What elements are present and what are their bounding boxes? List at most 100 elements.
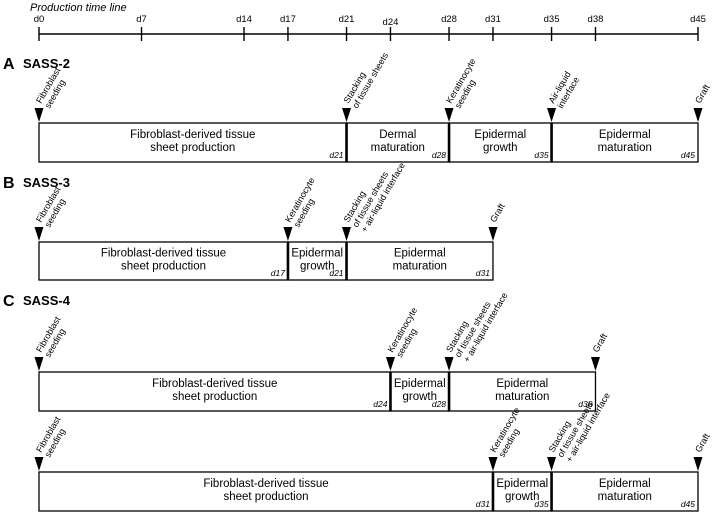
- stage-label: maturation: [598, 491, 652, 503]
- stage-label: sheet production: [121, 261, 206, 273]
- event-marker-arrow: [34, 457, 44, 471]
- panel-letter: A: [3, 56, 15, 73]
- timeline-tick-label: d21: [339, 14, 355, 25]
- stage-label: Epidermal: [599, 129, 651, 141]
- stage-end-day: d24: [373, 399, 387, 409]
- event-marker-arrow: [444, 108, 454, 122]
- stage-label: Fibroblast-derived tissue: [101, 248, 226, 260]
- stage-end-day: d21: [329, 150, 343, 160]
- stage-end-day: d45: [681, 499, 695, 509]
- stage-label: Fibroblast-derived tissue: [203, 478, 328, 490]
- stage-box: [550, 122, 699, 163]
- stage-label: growth: [505, 491, 540, 503]
- stage-label: maturation: [598, 142, 652, 154]
- stage-label: Epidermal: [599, 478, 651, 490]
- event-label-line: Graft: [693, 82, 712, 105]
- stage-label: sheet production: [223, 491, 308, 503]
- stage-label: maturation: [495, 391, 549, 403]
- event-marker-arrow: [547, 108, 557, 122]
- stage-end-day: d28: [432, 150, 446, 160]
- timeline-title: Production time line: [30, 2, 127, 14]
- timeline-tick-label: d45: [690, 14, 706, 25]
- timeline-tick-label: d28: [441, 14, 457, 25]
- timeline-tick-label: d0: [34, 14, 45, 25]
- stage-label: Epidermal: [291, 248, 343, 260]
- stage-label: growth: [402, 391, 437, 403]
- stage-box: [389, 371, 450, 412]
- timeline-tick-label: d14: [236, 14, 252, 25]
- stage-label: Epidermal: [394, 248, 446, 260]
- stage-end-day: d28: [432, 399, 446, 409]
- stage-end-day: d38: [578, 399, 592, 409]
- stage-box: [448, 371, 597, 412]
- stage-label: growth: [483, 142, 518, 154]
- timeline-tick-label: d7: [136, 14, 147, 25]
- stage-end-day: d31: [476, 499, 490, 509]
- stage-label: Epidermal: [474, 129, 526, 141]
- event-marker-arrow: [488, 457, 498, 471]
- stage-label: Epidermal: [496, 478, 548, 490]
- event-marker-arrow: [385, 357, 395, 371]
- event-marker-arrow: [547, 457, 557, 471]
- event-marker-arrow: [693, 457, 703, 471]
- stage-end-day: d35: [534, 499, 548, 509]
- stage-end-day: d31: [476, 268, 490, 278]
- stage-label: sheet production: [172, 391, 257, 403]
- event-marker-arrow: [34, 108, 44, 122]
- panel-letter: C: [3, 293, 15, 310]
- event-marker-arrow: [34, 357, 44, 371]
- timeline-tick-label: d38: [588, 14, 604, 25]
- stage-box: [345, 122, 450, 163]
- event-label: Graft: [488, 201, 507, 224]
- stage-box: [38, 471, 494, 512]
- stage-end-day: d45: [681, 150, 695, 160]
- event-label: Graft: [591, 331, 610, 354]
- event-label: Graft: [693, 82, 712, 105]
- stage-label: Fibroblast-derived tissue: [152, 378, 277, 390]
- stage-box: [38, 371, 392, 412]
- stage-end-day: d21: [329, 268, 343, 278]
- stage-label: Dermal: [379, 129, 416, 141]
- event-label-line: Graft: [591, 331, 610, 354]
- panel-title: SASS-2: [23, 56, 70, 71]
- event-marker-arrow: [488, 227, 498, 241]
- stage-label: sheet production: [150, 142, 235, 154]
- event-label: Graft: [693, 431, 712, 454]
- stage-label: Epidermal: [496, 378, 548, 390]
- panel-title: SASS-3: [23, 175, 70, 190]
- stage-label: growth: [300, 261, 335, 273]
- timeline-tick-label: d31: [485, 14, 501, 25]
- stage-label: maturation: [393, 261, 447, 273]
- timeline-tick-label: d24: [383, 17, 399, 28]
- stage-box: [345, 241, 494, 281]
- stage-box: [550, 471, 699, 512]
- event-marker-arrow: [283, 227, 293, 241]
- stage-end-day: d35: [534, 150, 548, 160]
- stage-label: Fibroblast-derived tissue: [130, 129, 255, 141]
- event-label-line: Graft: [693, 431, 712, 454]
- event-marker-arrow: [342, 227, 352, 241]
- panel-letter: B: [3, 175, 15, 192]
- stage-box: [38, 122, 348, 163]
- event-marker-arrow: [444, 357, 454, 371]
- stage-box: [38, 241, 289, 281]
- event-marker-arrow: [590, 357, 600, 371]
- stage-box: [448, 122, 553, 163]
- timeline-tick-label: d35: [544, 14, 560, 25]
- panel-title: SASS-4: [23, 293, 71, 308]
- stage-label: Epidermal: [394, 378, 446, 390]
